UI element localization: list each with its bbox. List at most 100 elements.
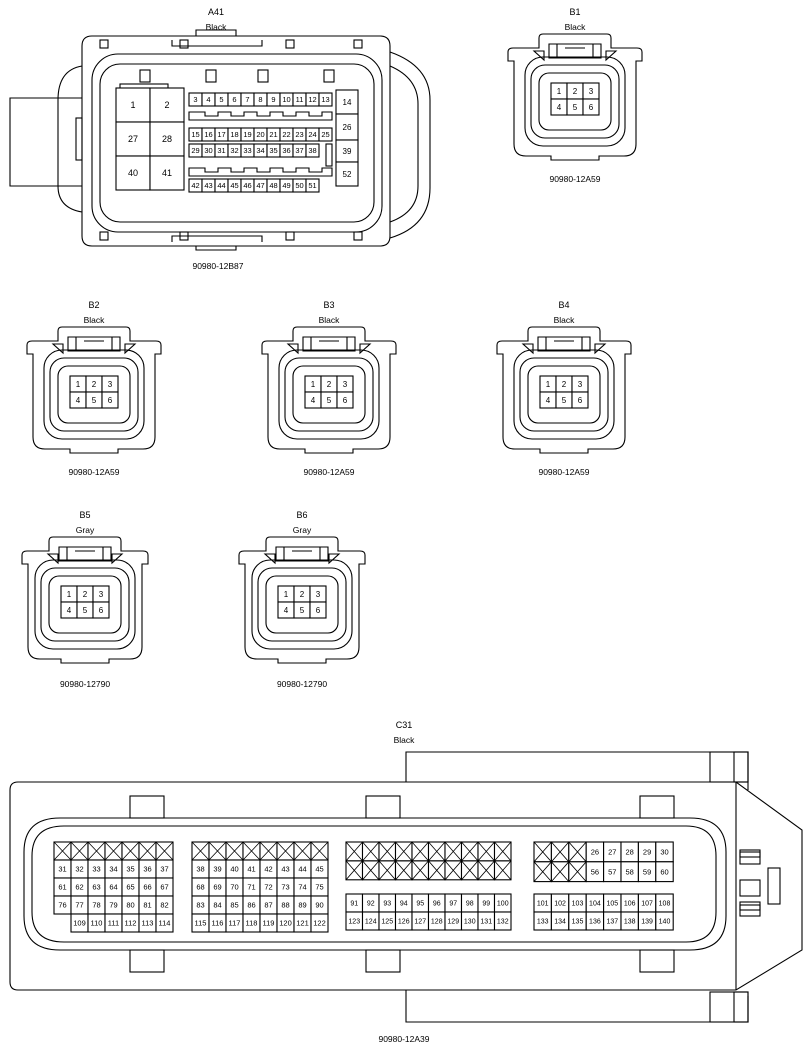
empty-pin-cell [460, 841, 479, 862]
pin-number: 36 [143, 865, 151, 874]
empty-pin-cross [378, 841, 396, 862]
pin-cell: 116 [208, 913, 227, 933]
empty-pin-cell [361, 841, 380, 862]
empty-pin-cell [568, 841, 587, 863]
empty-pin-cross [551, 841, 570, 863]
pin-box [115, 155, 151, 191]
connector-cavity [48, 575, 122, 634]
pin-cell: 6 [336, 391, 354, 409]
pin-cell: 3 [571, 375, 589, 393]
empty-pin-cell [444, 841, 463, 862]
pin-number: 15 [191, 130, 199, 139]
pin-number: 75 [315, 883, 323, 892]
pin-cell: 74 [293, 877, 312, 897]
empty-pin-cross [70, 841, 89, 861]
pin-number: 10 [282, 95, 290, 104]
pin-number: 35 [269, 146, 277, 155]
pin-cell: 24 [305, 127, 320, 142]
pin-cell: 48 [266, 178, 281, 193]
pin-number: 69 [213, 883, 221, 892]
pin-number: 34 [109, 865, 117, 874]
pin-number: 76 [58, 901, 66, 910]
pin-cell: 139 [637, 911, 657, 931]
empty-pin-cell [242, 841, 261, 861]
empty-pin-cell [191, 841, 210, 861]
empty-pin-cross [428, 841, 446, 862]
key-tab [263, 553, 276, 565]
pin-number: 88 [281, 901, 289, 910]
pin-number: 140 [659, 919, 671, 926]
pin-number: 107 [641, 901, 653, 908]
pin-cell: 1 [304, 375, 322, 393]
pin-number: 5 [327, 396, 332, 405]
pin-box [318, 92, 333, 107]
pin-cell: 3 [101, 375, 119, 393]
connector-cavity [538, 72, 612, 131]
pin-cell: 6 [227, 92, 242, 107]
key-tab [532, 50, 545, 62]
connector-shell [238, 536, 366, 664]
pin-cell: 34 [253, 143, 268, 158]
pin-number: 133 [537, 919, 549, 926]
pin-cell: 27 [115, 121, 151, 157]
pin-number: 2 [164, 100, 169, 110]
pin-cell: 6 [571, 391, 589, 409]
pin-cell: 105 [603, 893, 622, 913]
pin-cell: 12 [305, 92, 320, 107]
pin-cell: 27 [603, 841, 622, 863]
empty-pin-cross [259, 841, 278, 861]
pin-number: 25 [321, 130, 329, 139]
pin-cell: 90 [310, 895, 329, 915]
six-pin-connector [21, 536, 149, 664]
pin-cell: 17 [214, 127, 229, 142]
pin-cell: 102 [550, 893, 570, 913]
b1-part: 90980-12A59 [549, 174, 600, 184]
pin-cell: 4 [60, 601, 78, 619]
pin-number: 136 [589, 919, 601, 926]
pin-cell: 1 [550, 82, 568, 100]
pin-number: 1 [557, 87, 562, 96]
empty-pin-cross [533, 841, 552, 863]
outline [739, 851, 761, 858]
outline [179, 39, 189, 49]
pin-number: 138 [624, 919, 636, 926]
connector-cavity [527, 365, 601, 424]
pin-cell: 4 [304, 391, 322, 409]
pin-number: 1 [67, 590, 72, 599]
empty-pin-cross [362, 841, 380, 862]
pin-cell: 2 [566, 82, 584, 100]
outline [353, 39, 363, 49]
pin-number: 77 [75, 901, 83, 910]
pin-number: 60 [660, 867, 668, 876]
pin-number: 23 [295, 130, 303, 139]
pin-number: 19 [243, 130, 251, 139]
pin-cell: 28 [149, 121, 185, 157]
pin-cell: 1 [539, 375, 557, 393]
pin-number: 4 [284, 606, 289, 615]
b1-color: Black [565, 22, 587, 32]
pin-number: 33 [92, 865, 100, 874]
pin-cell: 52 [335, 161, 359, 187]
pin-number: 30 [660, 848, 668, 857]
pin-number: 1 [311, 380, 316, 389]
pin-number: 106 [624, 901, 636, 908]
pin-number: 81 [143, 901, 151, 910]
connector-inner [284, 357, 374, 432]
pin-number: 49 [282, 181, 290, 190]
pin-number: 121 [296, 919, 309, 928]
pin-cell: 93 [378, 893, 397, 913]
empty-pin-cross [568, 841, 587, 863]
pin-cell: 1 [115, 87, 151, 123]
a41-part: 90980-12B87 [192, 261, 243, 271]
pin-number: 131 [480, 919, 492, 926]
pin-number: 128 [431, 919, 443, 926]
pin-cell: 39 [208, 859, 227, 879]
pin-number: 85 [230, 901, 238, 910]
b3-id: B3 [323, 300, 334, 310]
pin-cell: 137 [603, 911, 622, 931]
pin-number: 93 [383, 901, 391, 908]
pin-number: 87 [264, 901, 272, 910]
pin-number: 113 [142, 919, 154, 928]
pin-cell: 18 [227, 127, 242, 142]
